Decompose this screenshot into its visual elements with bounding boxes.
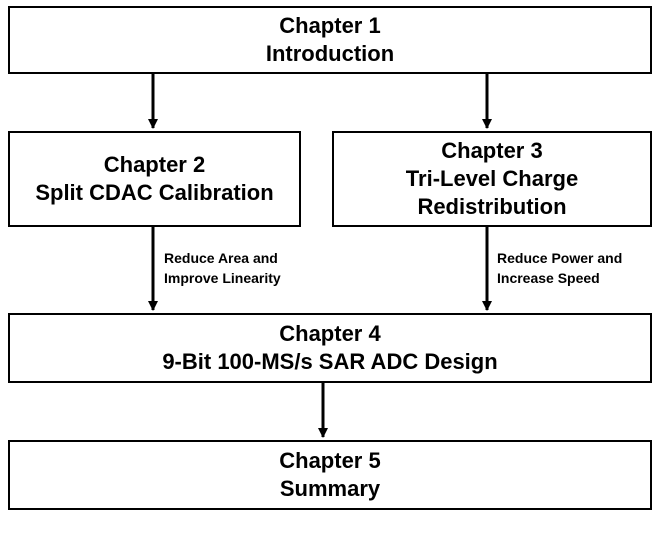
- chapter-3-box: Chapter 3 Tri-Level Charge Redistributio…: [332, 131, 652, 227]
- chapter-2-box: Chapter 2 Split CDAC Calibration: [8, 131, 301, 227]
- chapter-1-number: Chapter 1: [279, 13, 381, 38]
- chapter-2-title: Split CDAC Calibration: [35, 180, 274, 205]
- edge-label-left-line2: Improve Linearity: [164, 270, 281, 286]
- edge-label-left: Reduce Area and Improve Linearity: [164, 248, 281, 288]
- chapter-3-number: Chapter 3: [441, 138, 543, 163]
- chapter-5-box: Chapter 5 Summary: [8, 440, 652, 510]
- chapter-3-title-line2: Redistribution: [417, 194, 567, 219]
- chapter-1-box: Chapter 1 Introduction: [8, 6, 652, 74]
- chapter-2-number: Chapter 2: [103, 152, 206, 177]
- edge-label-left-line1: Reduce Area and: [164, 250, 278, 266]
- edge-label-right-line1: Reduce Power and: [497, 250, 623, 266]
- chapter-4-title: 9-Bit 100-MS/s SAR ADC Design: [162, 349, 498, 374]
- chapter-3-title-line1: Tri-Level Charge: [405, 166, 579, 191]
- chapter-1-title: Introduction: [265, 41, 395, 66]
- edge-label-right: Reduce Power and Increase Speed: [497, 248, 622, 288]
- chapter-5-title: Summary: [279, 476, 381, 501]
- chapter-5-number: Chapter 5: [279, 448, 381, 473]
- chapter-4-box: Chapter 4 9-Bit 100-MS/s SAR ADC Design: [8, 313, 652, 383]
- chapter-4-number: Chapter 4: [279, 321, 381, 346]
- edge-label-right-line2: Increase Speed: [497, 270, 600, 286]
